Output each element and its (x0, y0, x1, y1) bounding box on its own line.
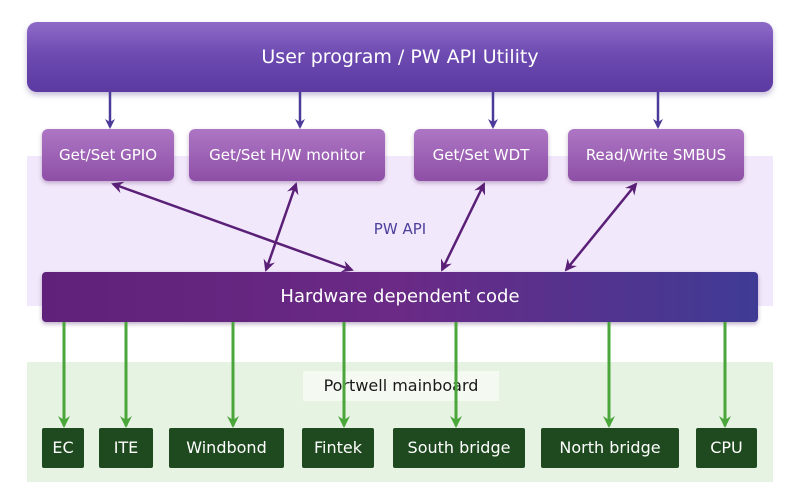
mainboard-label-background (303, 371, 499, 401)
arrow-gpio-hw (111, 181, 354, 273)
arrow-hwmonitor-hw (263, 182, 299, 272)
gpio-box: Get/Set GPIO (42, 129, 174, 181)
wdt-box: Get/Set WDT (414, 129, 548, 181)
chip-fintek: Fintek (302, 428, 374, 468)
user-program-bar: User program / PW API Utility (27, 22, 773, 92)
chip-south-bridge: South bridge (393, 428, 525, 468)
arrow-smbus-hw (564, 182, 638, 272)
chip-ite: ITE (99, 428, 153, 468)
chip-cpu: CPU (696, 428, 757, 468)
chip-windbond: Windbond (169, 428, 284, 468)
hw-monitor-box: Get/Set H/W monitor (189, 129, 385, 181)
chip-north-bridge: North bridge (541, 428, 679, 468)
mainboard-label: Portwell mainboard (323, 376, 479, 395)
smbus-box: Read/Write SMBUS (568, 129, 744, 181)
chip-ec: EC (42, 428, 84, 468)
pw-api-label: PW API (373, 220, 427, 238)
hardware-code-bar: Hardware dependent code (42, 272, 758, 322)
arrow-wdt-hw (440, 182, 486, 272)
